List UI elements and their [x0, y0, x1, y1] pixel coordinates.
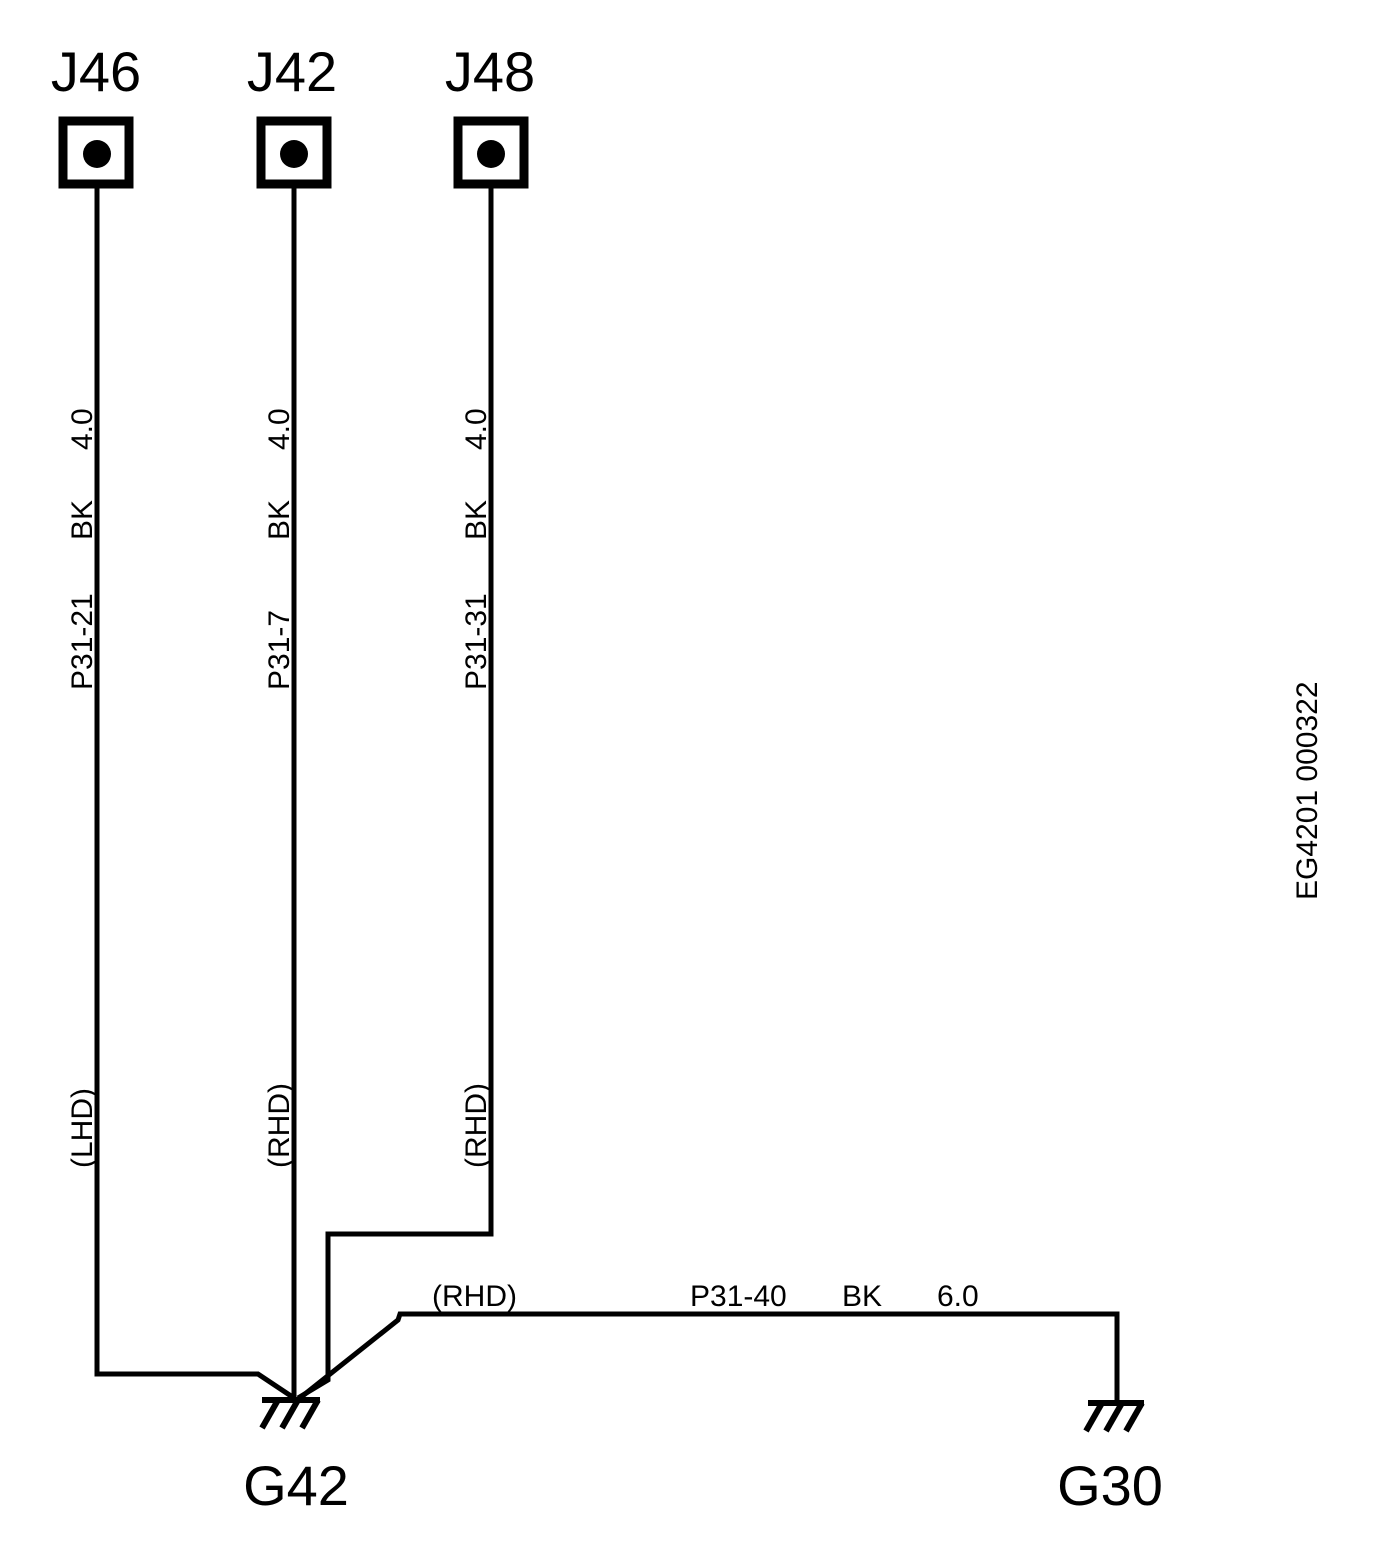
- ground-label-g30: G30: [1057, 1454, 1163, 1517]
- wire-color-p31-40: BK: [842, 1280, 882, 1313]
- connector-j42: [256, 116, 332, 189]
- wire-label-p31-7: P31-7 BK 4.0: [263, 408, 296, 690]
- svg-text:P31-7: P31-7: [263, 610, 296, 690]
- wire-size-p31-40: 6.0: [937, 1280, 979, 1313]
- ground-label-g42: G42: [243, 1454, 349, 1517]
- wire-label-p31-21: P31-21 BK 4.0: [66, 408, 99, 690]
- wire-p31-31: [296, 184, 494, 1401]
- svg-text:P31-31: P31-31: [460, 593, 493, 690]
- variant-label-rhd-j42: (RHD): [263, 1083, 296, 1168]
- svg-text:P31-21: P31-21: [66, 593, 99, 690]
- svg-text:4.0: 4.0: [66, 408, 99, 450]
- ground-symbol-g30: [1083, 1400, 1145, 1433]
- connector-label-j42: J42: [247, 40, 337, 103]
- variant-label-rhd-j48: (RHD): [460, 1083, 493, 1168]
- variant-label-rhd-g30: (RHD): [432, 1280, 517, 1313]
- wire-p31-21: [94, 184, 296, 1401]
- svg-text:4.0: 4.0: [263, 408, 296, 450]
- connector-j48: [453, 116, 529, 189]
- ground-symbol-g42: [259, 1397, 321, 1430]
- svg-text:BK: BK: [263, 500, 296, 540]
- connector-label-j46: J46: [51, 40, 141, 103]
- figure-code: EG4201 000322: [1291, 681, 1324, 900]
- connector-j46: [58, 116, 134, 189]
- wire-p31-40: [298, 1311, 1120, 1400]
- wire-circuit-p31-40: P31-40: [690, 1280, 787, 1313]
- svg-text:BK: BK: [66, 500, 99, 540]
- connector-label-j48: J48: [445, 40, 535, 103]
- svg-text:4.0: 4.0: [460, 408, 493, 450]
- svg-text:BK: BK: [460, 500, 493, 540]
- variant-label-lhd: (LHD): [66, 1088, 99, 1168]
- wire-label-p31-31: P31-31 BK 4.0: [460, 408, 493, 690]
